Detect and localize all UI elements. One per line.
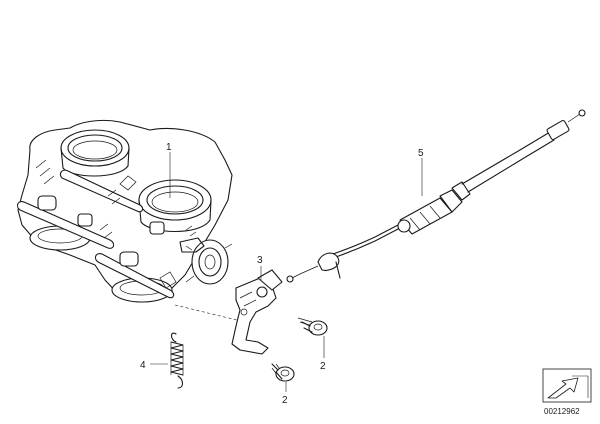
- lever-bracket[interactable]: [231, 269, 283, 355]
- return-spring[interactable]: [170, 332, 184, 389]
- callout-2-upper: 2: [320, 361, 326, 372]
- callout-3: 3: [257, 255, 263, 266]
- screw-lower[interactable]: [271, 363, 295, 382]
- throttle-body-assembly[interactable]: [16, 119, 233, 303]
- callout-4: 4: [140, 360, 146, 371]
- callout-1: 1: [166, 142, 172, 153]
- callout-5: 5: [418, 148, 424, 159]
- throttle-cable[interactable]: [286, 109, 586, 283]
- assembly-line: [174, 304, 246, 323]
- page-corner-arrow-icon[interactable]: [542, 368, 592, 403]
- callout-2-lower: 2: [282, 395, 288, 406]
- document-number: 00212962: [544, 407, 580, 416]
- screw-upper[interactable]: [297, 317, 328, 336]
